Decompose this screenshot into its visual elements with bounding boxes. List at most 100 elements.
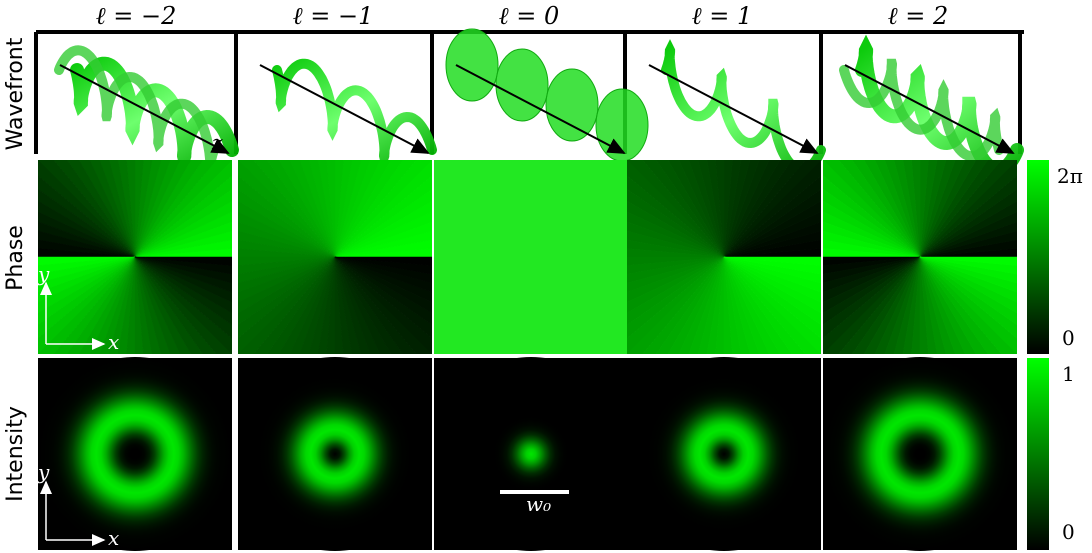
- wavefront-panel-1: [259, 58, 437, 162]
- wavefront-disk-2: [545, 68, 599, 142]
- intensity-colorbar-min-label: 0: [1062, 520, 1075, 544]
- wavefront-panel-4: [839, 34, 1024, 177]
- phase-wedge: [334, 256, 432, 266]
- phase-wedge: [117, 256, 136, 354]
- phase-wedge: [238, 239, 336, 258]
- phase-wedge: [238, 248, 336, 258]
- phase-x-axis-label: x: [108, 330, 120, 354]
- phase-wedge: [723, 256, 821, 284]
- phase-wedge: [911, 256, 921, 354]
- phase-wedge: [919, 256, 1017, 284]
- phase-wedge: [334, 256, 432, 275]
- phase-panel-3: [627, 160, 821, 354]
- intensity-profile: [627, 357, 821, 551]
- scale-bar-label: w₀: [526, 492, 552, 516]
- intensity-profile: [38, 357, 232, 551]
- intensity-y-axis-label: y: [38, 460, 50, 484]
- phase-wedge: [723, 160, 742, 258]
- phase-wedge: [134, 256, 232, 275]
- phase-wedge: [38, 248, 136, 258]
- phase-panel-1: [238, 160, 432, 354]
- column-title-l-1: ℓ = 1: [691, 2, 753, 30]
- wavefront-panel-3: [648, 39, 826, 175]
- wavefront-panel-0: [54, 45, 239, 181]
- phase-wedge: [334, 248, 432, 258]
- phase-wedge: [627, 239, 725, 258]
- phase-wedge: [919, 160, 947, 258]
- column-title-l-minus-2: ℓ = −2: [95, 2, 177, 30]
- phase-colorbar-min-label: 0: [1062, 326, 1075, 350]
- wavefront-disk-3: [595, 88, 649, 162]
- wavefront-helix: [855, 34, 1024, 177]
- phase-wedge: [627, 256, 725, 266]
- phase-wedge: [326, 256, 336, 354]
- phase-wedge: [823, 239, 921, 258]
- phase-wedge: [134, 160, 162, 258]
- phase-wedge: [723, 256, 821, 266]
- phase-wedge: [38, 230, 136, 258]
- phase-wedge: [919, 160, 929, 258]
- intensity-panel-1: [238, 357, 432, 551]
- intensity-panel-3: [627, 357, 821, 551]
- intensity-panel-2: [434, 357, 628, 551]
- phase-wedge: [627, 230, 725, 258]
- wavefront-helix-second: [839, 58, 1004, 162]
- phase-wedge: [715, 256, 725, 354]
- intensity-row: [38, 357, 1017, 551]
- wavefront-panel-2: [445, 28, 649, 162]
- intensity-panel-4: [823, 357, 1017, 551]
- phase-panel-4: [823, 160, 1017, 354]
- phase-wedge: [823, 230, 921, 258]
- phase-wedge: [334, 256, 344, 354]
- phase-wedge: [134, 160, 153, 258]
- phase-wedge: [919, 160, 938, 258]
- wavefront-row: [34, 28, 1024, 181]
- intensity-profile: [238, 357, 432, 551]
- phase-colorbar: [1027, 160, 1049, 354]
- phase-wedge: [723, 160, 733, 258]
- propagation-axis: [259, 64, 430, 154]
- phase-wedge: [919, 248, 1017, 258]
- phase-wedge: [723, 256, 821, 275]
- intensity-profile: [823, 357, 1017, 551]
- phase-wedge: [134, 256, 232, 284]
- phase-wedge: [823, 248, 921, 258]
- propagation-axis: [648, 64, 819, 154]
- intensity-profile: [434, 357, 628, 551]
- phase-wedge: [919, 256, 1017, 275]
- phase-row: [38, 160, 1017, 354]
- intensity-axes: [40, 480, 106, 546]
- phase-wedge: [723, 160, 751, 258]
- intensity-colorbar: [1027, 358, 1049, 550]
- phase-wedge: [238, 230, 336, 258]
- phase-wedge: [697, 256, 725, 354]
- phase-y-axis-label: y: [38, 262, 50, 286]
- phase-wedge: [723, 248, 821, 258]
- row-label-intensity: Intensity: [3, 406, 28, 502]
- phase-wedge: [134, 256, 144, 354]
- phase-wedge: [317, 256, 336, 354]
- phase-wedge: [627, 248, 725, 258]
- phase-wedge: [334, 160, 362, 258]
- column-title-l-2: ℓ = 2: [887, 2, 949, 30]
- phase-wedge: [134, 160, 144, 258]
- phase-wedge: [238, 256, 336, 266]
- phase-wedge: [38, 239, 136, 258]
- phase-wedge: [706, 256, 725, 354]
- phase-panel-0: [38, 160, 232, 354]
- phase-wedge: [134, 256, 232, 266]
- propagation-axis: [844, 64, 1015, 154]
- intensity-colorbar-max-label: 1: [1062, 362, 1075, 386]
- column-title-l-0: ℓ = 0: [498, 2, 560, 30]
- phase-colorbar-max-label: 2π: [1057, 164, 1083, 188]
- phase-wedge: [893, 256, 921, 354]
- phase-wedge: [334, 256, 432, 284]
- row-label-wavefront: Wavefront: [3, 37, 28, 151]
- wavefront-helix: [272, 58, 437, 162]
- z-axis-label: z: [212, 130, 223, 154]
- phase-wedge: [334, 160, 344, 258]
- phase-panel-2: [434, 160, 628, 354]
- row-label-phase: Phase: [3, 225, 28, 291]
- phase-wedge: [126, 256, 136, 354]
